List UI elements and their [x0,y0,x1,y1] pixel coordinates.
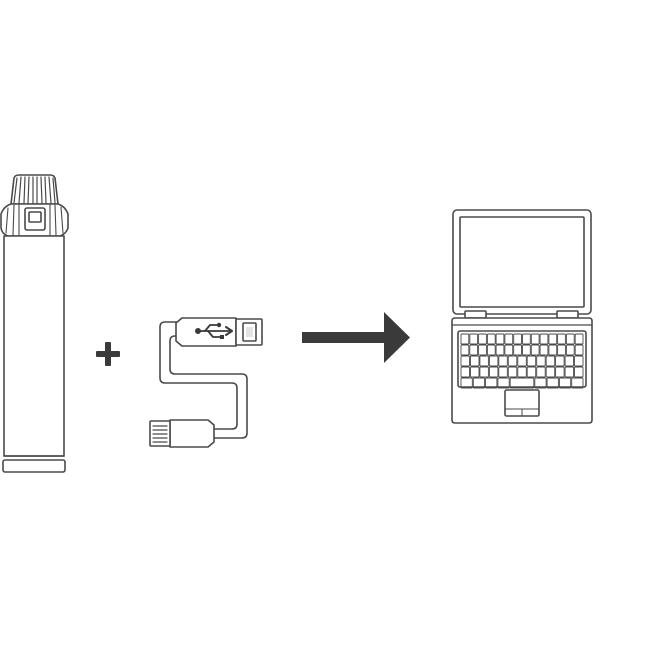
laptop-key [460,333,470,345]
laptop-key [536,366,546,378]
laptop-hinge-right [556,310,579,319]
laptop-lid [452,209,592,315]
laptop-key [486,344,496,356]
laptop-hinge-left [464,310,487,319]
laptop-key [507,366,518,378]
laptop-key [530,344,540,356]
laptop-key [546,377,559,389]
usb-a-connector [175,317,263,347]
laptop-key [498,355,508,367]
laptop-key [479,355,489,367]
laptop-key [558,377,572,389]
laptop-keys [460,333,584,389]
laptop-key [522,344,531,356]
device-body [3,235,65,457]
laptop-key [565,344,575,356]
laptop-key [469,333,479,345]
laptop-key [564,366,575,378]
laptop-key [460,377,473,389]
laptop-key [478,344,487,356]
laptop-key [526,355,537,367]
laptop-key [509,377,535,389]
laptop-key [498,366,508,378]
laptop-key [557,333,566,345]
usb-cable-icon [149,317,263,448]
laptop-key [534,377,547,389]
laptop-key [504,344,514,356]
device-window [24,207,46,231]
laptop-key [497,377,510,389]
laptop-key [526,366,537,378]
laptop-key [574,366,584,378]
laptop-key [488,366,499,378]
laptop-key [513,333,522,345]
laptop-key [565,333,575,345]
laptop-key [470,366,480,378]
laptop-key [548,333,558,345]
laptop-key [517,366,527,378]
laptop-key [530,333,540,345]
laptop-key [564,355,575,367]
laptop-key [460,355,470,367]
laptop-key [479,366,489,378]
arrow-right-icon [302,312,410,363]
laptop-key [522,333,531,345]
laptop-base [451,317,593,424]
device-window-inner [28,211,42,223]
laptop-key [539,333,549,345]
laptop-key [504,333,514,345]
plus-icon [96,342,120,366]
laptop-key [555,355,565,367]
laptop-key [574,333,584,345]
laptop-key [460,366,470,378]
device-cap-ribs [13,176,56,204]
laptop-key [536,355,546,367]
laptop-screen [459,216,585,308]
laptop-key [486,333,496,345]
laptop-key [485,377,498,389]
usb-logo-icon [195,322,233,339]
laptop-key [478,333,487,345]
laptop-icon [451,209,593,424]
device-base [2,459,66,473]
laptop-key [517,355,527,367]
laptop-key [495,344,505,356]
laptop-key [571,377,584,389]
laptop-key [574,355,584,367]
device-collar-ribs [5,204,64,236]
laptop-key [555,366,565,378]
laptop-key [470,355,480,367]
laptop-key [507,355,518,367]
laptop-keyboard [457,330,587,388]
laptop-key [495,333,505,345]
laptop-key [539,344,549,356]
laptop-key [488,355,499,367]
usb-cable-wire [159,321,248,439]
laptop-key [460,344,470,356]
laptop-key [574,344,584,356]
laptop-key [469,344,479,356]
laptop-key [548,344,558,356]
usb-device-connector [149,419,215,448]
laptop-key [557,344,566,356]
device-icon [0,174,69,473]
laptop-key [513,344,522,356]
laptop-key [545,355,556,367]
laptop-key [472,377,486,389]
laptop-key [545,366,556,378]
